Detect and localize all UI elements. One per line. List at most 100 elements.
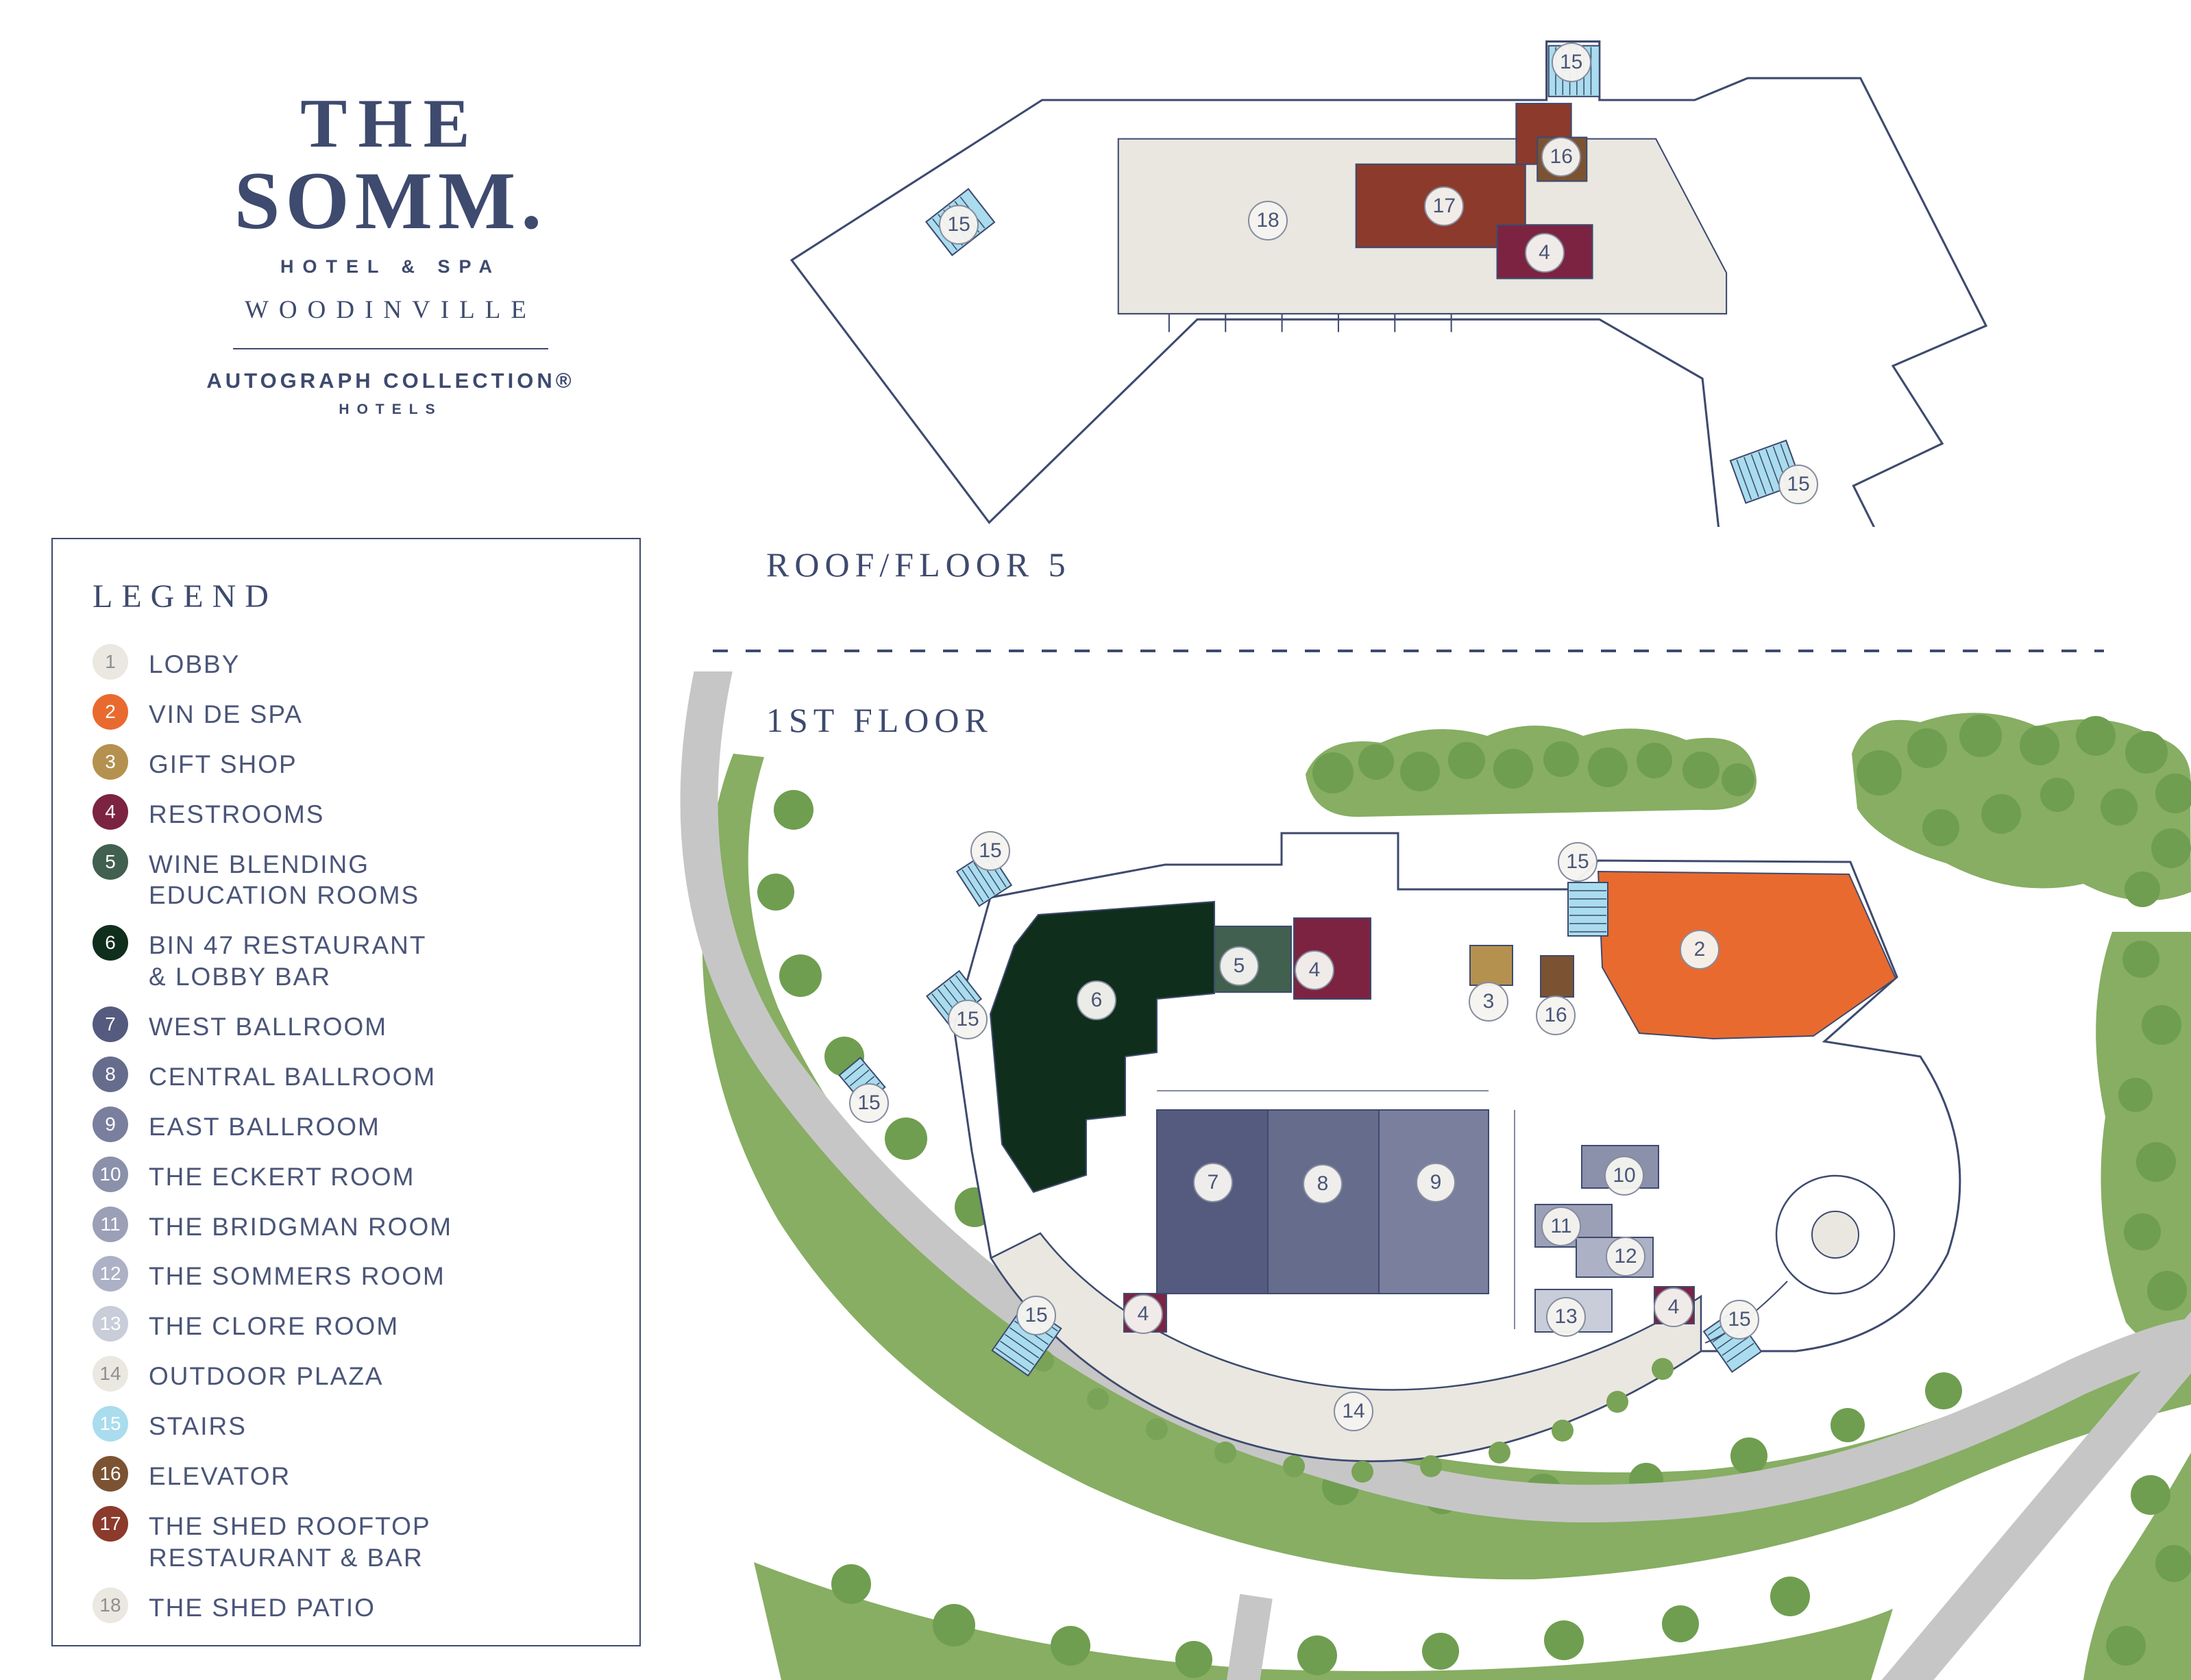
map-marker-6: 6 (1077, 980, 1116, 1020)
logo-the: THE (300, 85, 481, 162)
stairs-spa (1567, 882, 1608, 937)
legend-item-number: 10 (93, 1156, 128, 1192)
room-elevator (1540, 955, 1574, 998)
roof-deck-ticks (1168, 313, 1452, 332)
legend-item-number: 12 (93, 1256, 128, 1292)
first-floor-title: 1ST FLOOR (766, 701, 993, 739)
logo-hotels: HOTELS (339, 402, 443, 418)
interior-walls (1157, 1090, 1515, 1329)
legend-item-number: 18 (93, 1587, 128, 1623)
legend-item-number: 13 (93, 1306, 128, 1342)
legend-item-number: 2 (93, 693, 128, 730)
legend-item: 5 WINE BLENDING EDUCATION ROOMS (93, 843, 615, 912)
legend-item: 10 THE ECKERT ROOM (93, 1156, 615, 1193)
map-marker-13: 13 (1546, 1297, 1586, 1337)
map-marker-18: 18 (1248, 200, 1288, 240)
legend-item: 17 THE SHED ROOFTOP RESTAURANT & BAR (93, 1505, 615, 1574)
map-marker-15: 15 (1778, 465, 1819, 505)
map-marker-7: 7 (1193, 1163, 1233, 1202)
map-marker-4: 4 (1295, 950, 1334, 990)
legend-item: 11 THE BRIDGMAN ROOM (93, 1206, 615, 1243)
logo-hotel-spa: HOTEL & SPA (280, 256, 502, 277)
map-marker-15: 15 (948, 999, 988, 1039)
diagonal-road (1881, 1311, 2191, 1680)
map-marker-4: 4 (1524, 233, 1565, 273)
map-marker-4: 4 (1654, 1287, 1693, 1327)
legend-item-number: 9 (93, 1106, 128, 1142)
legend-item-number: 11 (93, 1206, 128, 1242)
roads (680, 671, 2191, 1680)
map-marker-14: 14 (1334, 1392, 1373, 1431)
legend-item-label: ELEVATOR (149, 1461, 291, 1490)
map-marker-15: 15 (1551, 42, 1591, 83)
legend-item-number: 5 (93, 843, 128, 880)
legend-item-number: 4 (93, 793, 128, 830)
legend-item-label: EAST BALLROOM (149, 1112, 380, 1141)
map-marker-3: 3 (1468, 982, 1508, 1022)
road-stub (1226, 1594, 1273, 1680)
plaza-shrubs (1032, 1350, 1674, 1483)
room-vin-de-spa (1597, 870, 1897, 1040)
legend-item: 3 GIFT SHOP (93, 743, 615, 780)
roof-floor-title: ROOF/FLOOR 5 (766, 545, 1071, 584)
logo-collection: AUTOGRAPH COLLECTION® (206, 369, 575, 393)
map-marker-11: 11 (1541, 1207, 1581, 1246)
logo-city: WOODINVILLE (245, 296, 537, 325)
legend-item-number: 17 (93, 1505, 128, 1542)
map-marker-16: 16 (1536, 996, 1576, 1035)
map-marker-8: 8 (1303, 1164, 1343, 1204)
legend-item: 4 RESTROOMS (93, 793, 615, 830)
map-marker-12: 12 (1606, 1237, 1645, 1276)
legend-item-label: WEST BALLROOM (149, 1013, 388, 1041)
legend-item-label: GIFT SHOP (149, 750, 297, 778)
room-gift-shop (1469, 945, 1513, 986)
legend-item-label: THE SHED ROOFTOP RESTAURANT & BAR (149, 1511, 431, 1572)
map-marker-9: 9 (1416, 1163, 1456, 1202)
map-marker-15: 15 (939, 205, 979, 245)
legend-title: LEGEND (93, 578, 278, 615)
legend-item-number: 16 (93, 1455, 128, 1492)
legend-item-label: VIN DE SPA (149, 700, 303, 728)
legend-item-label: THE SOMMERS ROOM (149, 1262, 445, 1291)
legend-item-label: RESTROOMS (149, 800, 325, 828)
map-marker-15: 15 (1719, 1300, 1759, 1339)
first-floor-svg (680, 671, 2191, 1680)
map-marker-4: 4 (1123, 1294, 1163, 1334)
legend-item-label: THE ECKERT ROOM (149, 1162, 415, 1191)
map-marker-16: 16 (1541, 137, 1582, 177)
map-marker-5: 5 (1219, 946, 1259, 986)
map-marker-15: 15 (970, 830, 1010, 871)
legend-item-label: CENTRAL BALLROOM (149, 1062, 437, 1091)
map-marker-2: 2 (1680, 930, 1719, 969)
legend-item-number: 6 (93, 925, 128, 961)
legend-item-number: 14 (93, 1356, 128, 1392)
map-marker-15: 15 (1558, 842, 1598, 882)
room-bin47-restaurant (989, 900, 1215, 1194)
section-divider (713, 650, 2104, 652)
map-marker-15: 15 (849, 1083, 889, 1123)
legend-item-label: THE BRIDGMAN ROOM (149, 1212, 453, 1241)
legend-item: 9 EAST BALLROOM (93, 1106, 615, 1143)
legend-item-label: LOBBY (149, 650, 241, 678)
logo-somm: SOMM. (234, 155, 548, 246)
legend-item: 16 ELEVATOR (93, 1455, 615, 1492)
logo-divider (233, 348, 548, 350)
map-marker-15: 15 (1016, 1296, 1056, 1335)
legend-item-number: 3 (93, 743, 128, 780)
legend-item-label: WINE BLENDING EDUCATION ROOMS (149, 850, 420, 910)
